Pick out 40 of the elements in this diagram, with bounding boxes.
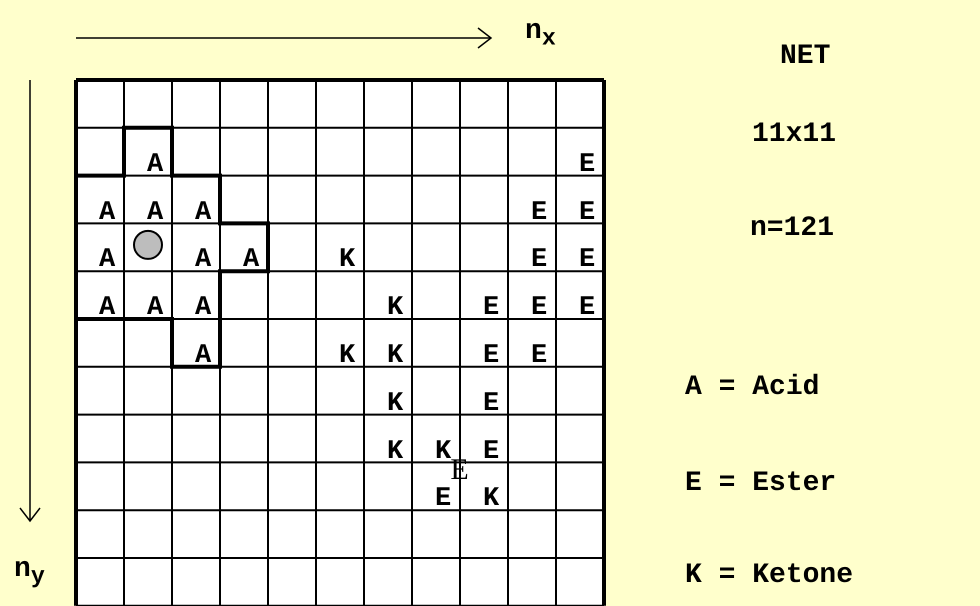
cell-letter: A (195, 200, 212, 227)
cell-letter: A (147, 295, 164, 322)
cell-letter: A (243, 247, 260, 274)
cell-letter: K (339, 247, 356, 274)
legend-text: A = Acid (685, 374, 820, 402)
legend-text: K = Ketone (685, 562, 854, 590)
cell-letter: A (99, 200, 116, 227)
cell-letter: E (579, 295, 596, 322)
cell-letter: A (195, 343, 212, 370)
heading: 11x11 (752, 121, 836, 149)
cell-letter: K (387, 295, 404, 322)
cell-letter: A (195, 295, 212, 322)
cell-letter: K (387, 343, 404, 370)
cell-letter: E (435, 486, 452, 514)
cell-letter: K (387, 390, 404, 418)
cell-letter: K (387, 438, 404, 466)
cell-letter: A (99, 247, 116, 274)
cell-letter: E (483, 438, 500, 466)
cell-letter: E (531, 200, 548, 227)
cell-letter: A (147, 200, 164, 227)
axis-label: n$_{x}$ (525, 18, 556, 52)
heading: NET (780, 43, 830, 71)
legend-text: E = Ester (685, 470, 836, 498)
cell-letter: E (579, 200, 596, 227)
cell-letter: E (579, 247, 596, 274)
cell-letter: E (531, 343, 548, 370)
cell-letter: A (147, 152, 164, 179)
heading: n=121 (750, 215, 834, 243)
cell-letter: E (483, 295, 500, 322)
axis-label: n$_{y}$ (14, 556, 45, 590)
cell-letter: E (579, 152, 596, 179)
cell-letter: E (531, 295, 548, 322)
cell-letter: A (195, 247, 212, 274)
cell-letter: K (435, 438, 452, 466)
cell-letter: K (483, 486, 500, 514)
cell-letter: E (483, 390, 500, 418)
cell-letter: E (531, 247, 548, 274)
cell-letter: A (99, 295, 116, 322)
cell-letter: K (339, 343, 356, 370)
cell-letter: E (483, 343, 500, 370)
